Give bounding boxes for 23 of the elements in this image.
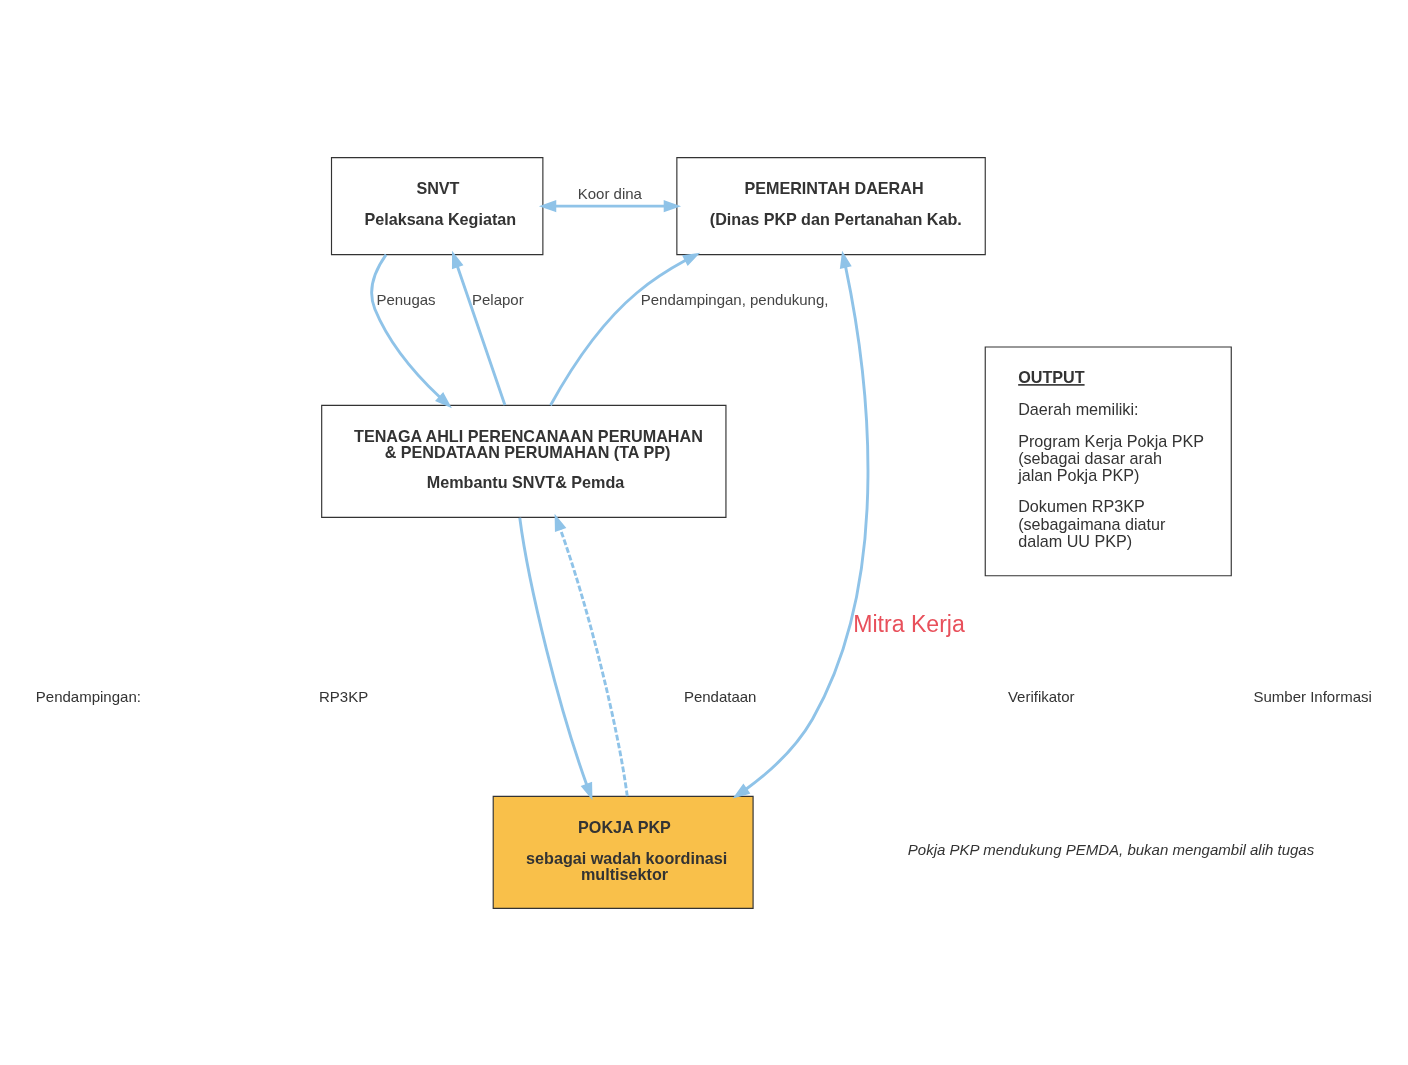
edge-label: Pendampingan, pendukung, [640,290,829,308]
edge-label: Koor dina [577,184,642,202]
label: Pokja PKP mendukung PEMDA, bukan mengambil alih tugas [907,840,1315,858]
label: Pendataan [683,687,757,705]
arrow [451,250,507,405]
label: Pendampingan: [35,687,141,705]
label: Sumber Informasi [1253,687,1372,705]
node-box: POKJA PKP sebagai wadah koordinasi multisektor [492,795,754,909]
arrow [538,199,682,212]
arrow [732,250,870,799]
arrow [370,253,452,408]
edge-label: Penugas [376,290,436,308]
label: Verifikator [1007,687,1075,705]
node-box: SNVT Pelaksana Kegiatan [330,156,544,255]
edge-label: Pelapor [471,290,524,308]
node-box: PEMERINTAH DAERAH (Dinas PKP dan Pertanahan Kab. [676,156,986,255]
node-box: TENAGA AHLI PERENCANAAN PERUMAHAN & PENDATAAN PERUMAHAN (TA PP) Membantu SNVT& Pemda [321,404,727,518]
arrow [518,517,593,800]
arrow [549,252,701,406]
node-box: OUTPUT Daerah memiliki: Program Kerja Pokja PKP (sebagai dasar arah jalan Pokja PKP) Dokumen RP3KP (sebagaimana diatur dalam UU PKP) [984,345,1232,576]
arrow [554,513,629,796]
edge-label: Mitra Kerja [853,610,965,637]
label: RP3KP [319,687,369,705]
